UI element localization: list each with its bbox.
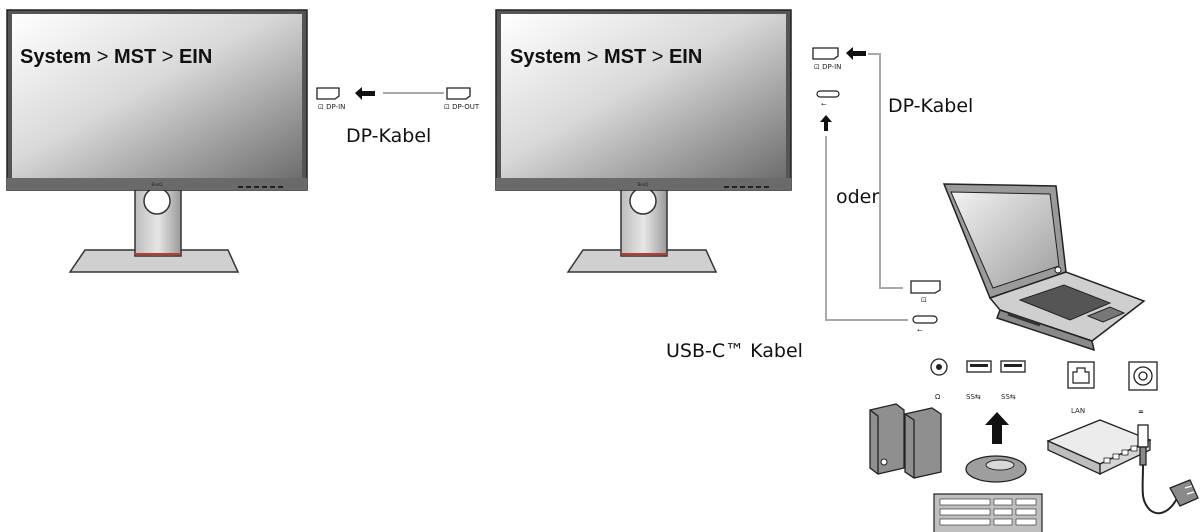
cable-hole (143, 187, 171, 215)
dp-cable-label-right: DP-Kabel (888, 95, 973, 117)
usb-a-icon (1000, 360, 1026, 373)
power-cable (1137, 424, 1199, 515)
usb-c-icon (912, 315, 938, 324)
keyboard (933, 493, 1043, 532)
laptop-ports: ⊡ ⭠ (910, 280, 941, 334)
mouse (965, 455, 1027, 483)
stand-base (68, 249, 240, 273)
monitor-screen (501, 14, 786, 178)
peripheral-ports: Ω SS⇆ SS⇆ LAN = (930, 358, 1158, 416)
displayport-icon (446, 87, 471, 100)
power-port-icon (1128, 361, 1158, 391)
usbc-cable (825, 136, 908, 321)
displayport-icon (812, 47, 839, 60)
dp-cable-label-left: DP-Kabel (346, 125, 431, 147)
svg-text:⭠: ⭠ (917, 326, 923, 334)
cables-right (825, 53, 908, 321)
lan-label: LAN (1071, 407, 1085, 415)
usb-symbol: ⭠ (821, 100, 827, 108)
arrow-left-icon (355, 87, 375, 100)
laptop (942, 183, 1146, 352)
lan-port-icon (1067, 361, 1095, 389)
cable-hole (629, 187, 657, 215)
port-label-dp-out: ⊡ DP-OUT (444, 103, 480, 111)
oder-label: oder (836, 186, 879, 208)
router (1046, 419, 1152, 476)
monitor-logo: BenQ (152, 182, 163, 187)
screen-text-right: System > MST > EIN (510, 46, 702, 68)
usb-c-icon (816, 90, 840, 98)
stand-base (566, 249, 718, 273)
screen-text-left: System > MST > EIN (20, 46, 212, 68)
monitor-right: BenQ System > MST > EIN (495, 9, 792, 273)
svg-text:⊡: ⊡ (921, 296, 927, 304)
port-label-dp-in-right: ⊡ DP-IN (814, 63, 841, 71)
monitor-left: BenQ System > MST > EIN (6, 9, 308, 273)
dp-cable-right (868, 53, 903, 289)
displayport-icon (316, 87, 340, 100)
arrow-up-icon (820, 115, 832, 131)
arrow-left-icon (846, 47, 866, 60)
right-monitor-ports: ⊡ DP-IN ⭠ (812, 47, 866, 131)
audio-jack-icon (930, 358, 948, 376)
dp-link-left: ⊡ DP-IN ⊡ DP-OUT DP-Kabel (316, 87, 480, 147)
power-label: = (1138, 408, 1144, 416)
displayport-icon (910, 280, 941, 294)
monitor-screen (12, 14, 302, 178)
usbc-cable-label: USB-C™ Kabel (666, 340, 803, 362)
audio-label: Ω (935, 393, 941, 401)
port-label-dp-in: ⊡ DP-IN (318, 103, 345, 111)
arrow-up-icon (985, 412, 1009, 444)
usb-label-1: SS⇆ (966, 393, 981, 401)
usb-a-icon (966, 360, 992, 373)
monitor-logo: BenQ (638, 182, 649, 187)
speakers (869, 403, 942, 479)
usb-label-2: SS⇆ (1001, 393, 1016, 401)
